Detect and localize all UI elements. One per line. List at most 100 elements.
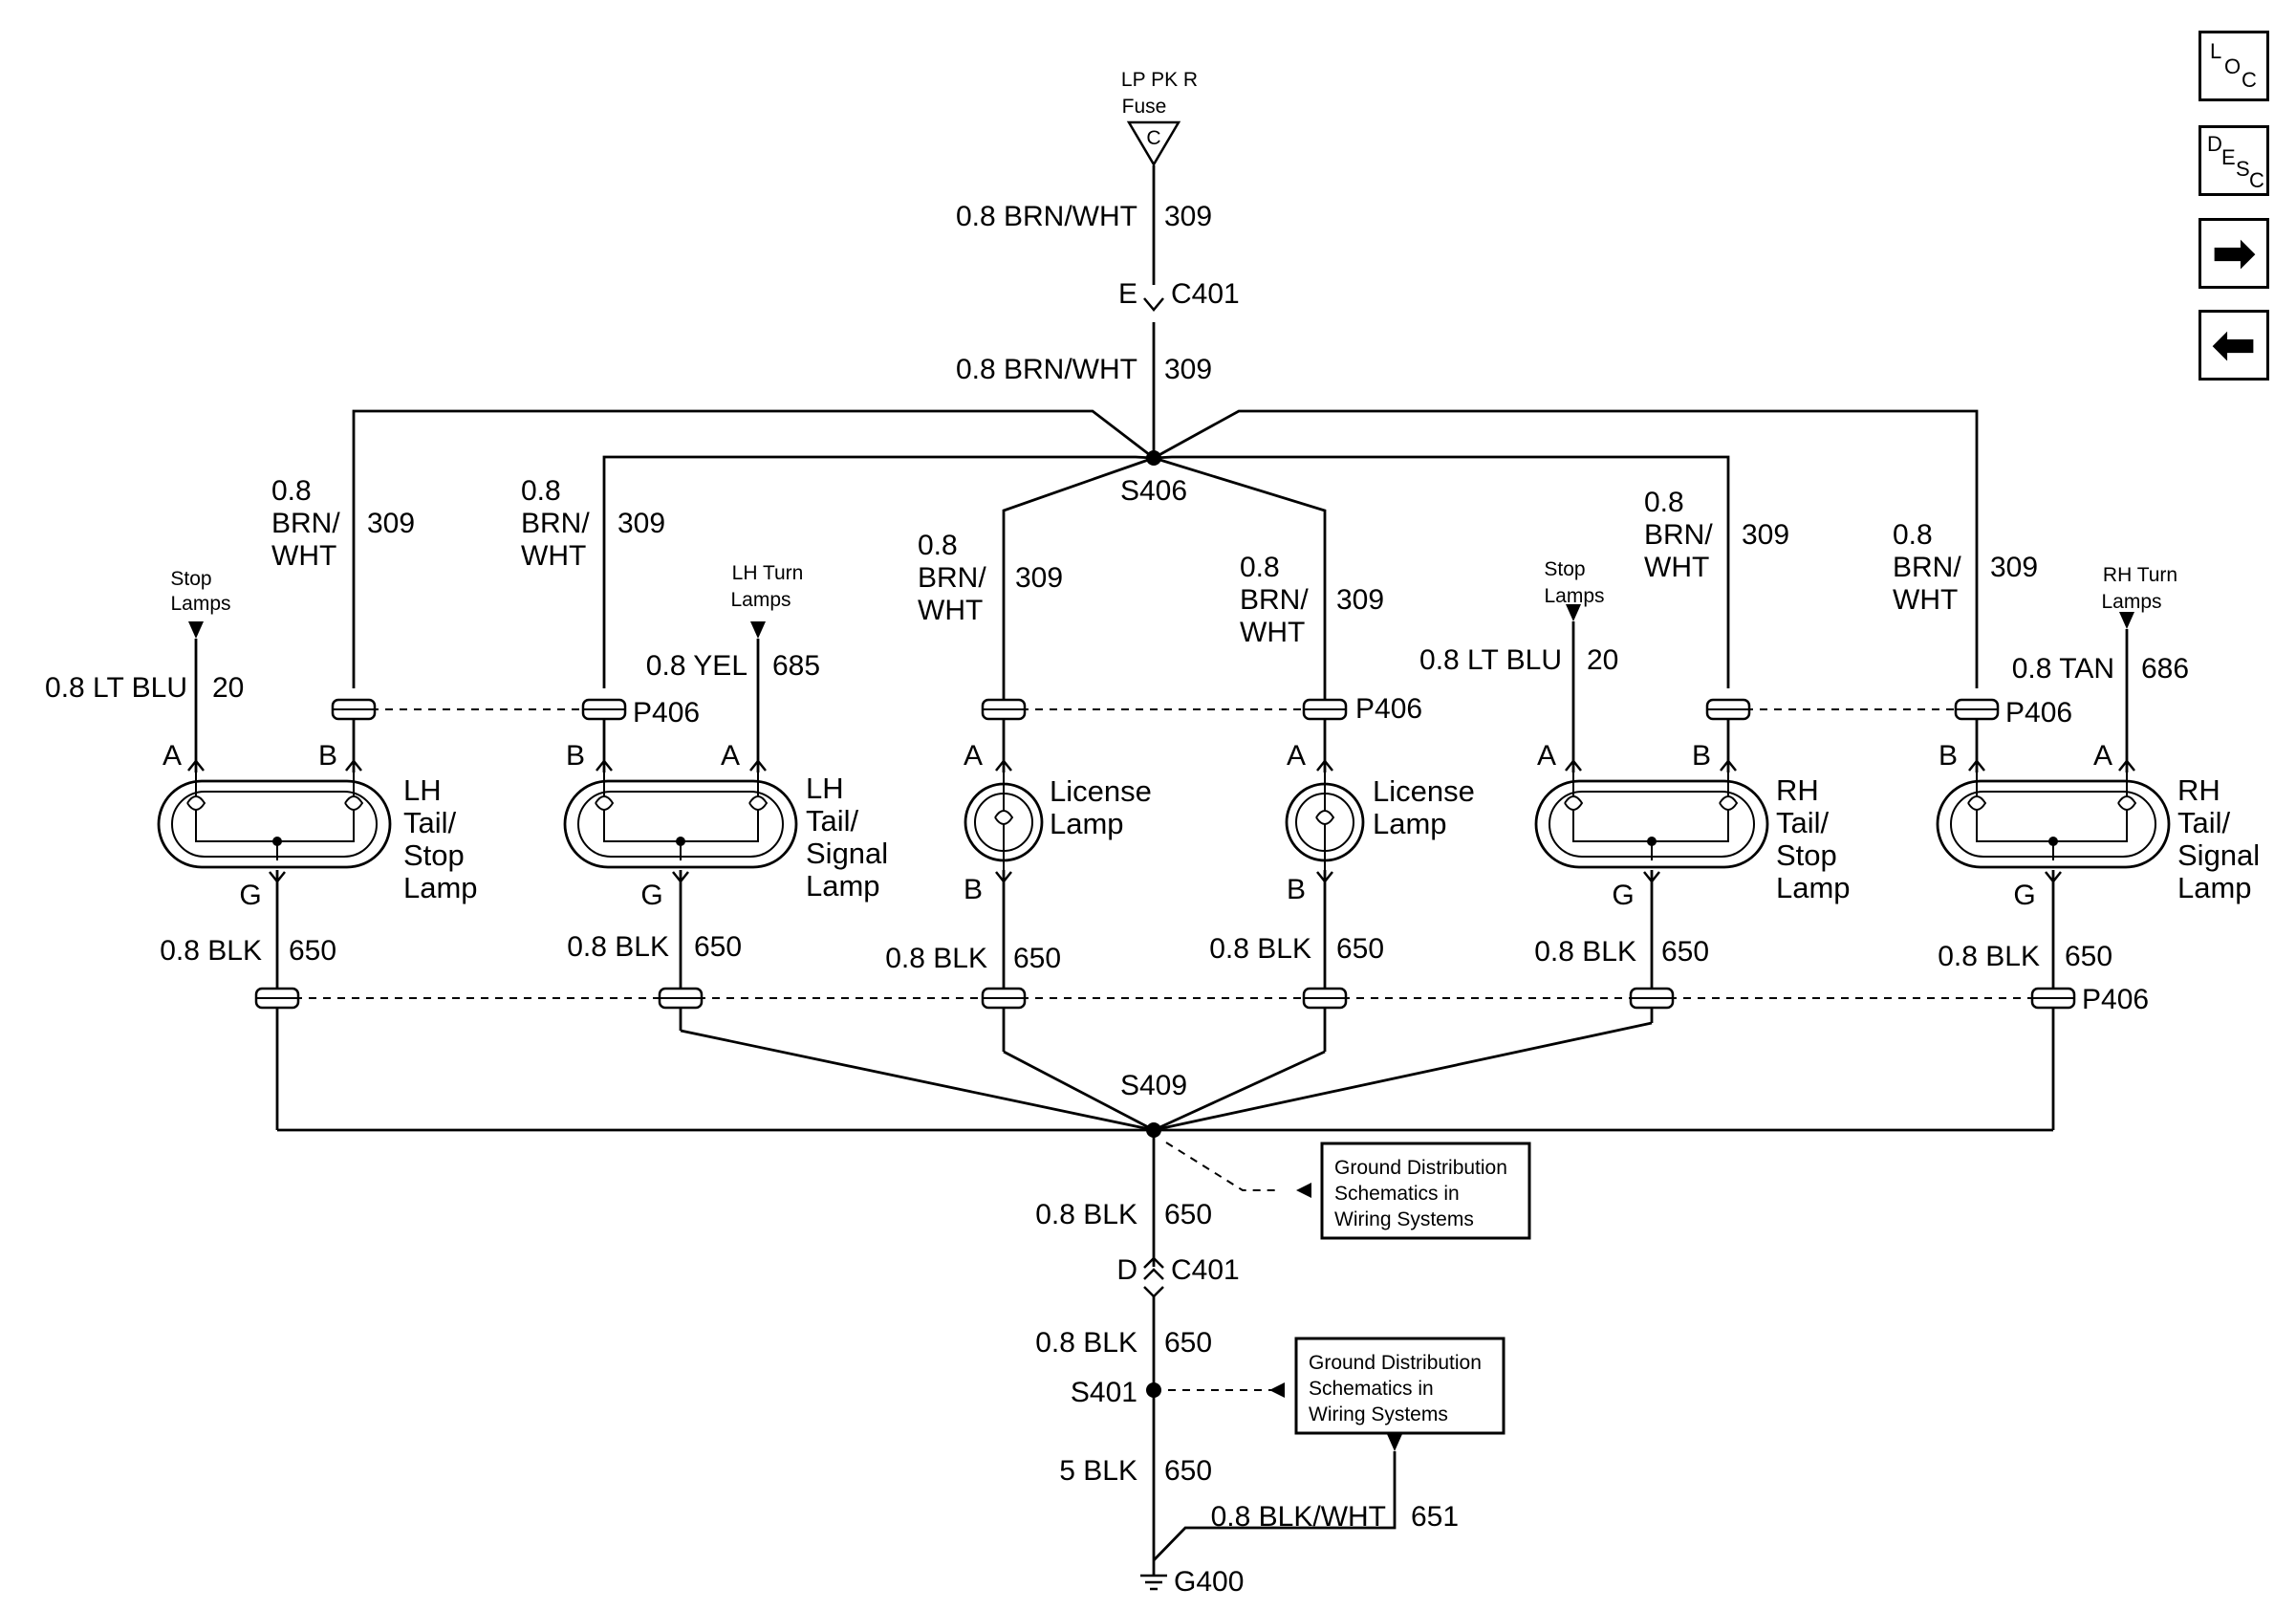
- splice-label: S401: [1071, 1377, 1137, 1408]
- lamp-name: License: [1373, 774, 1475, 808]
- back-button[interactable]: ⬅: [2199, 310, 2269, 381]
- ground-symbol: [1140, 1574, 1167, 1591]
- lamp-name: Signal: [806, 837, 888, 870]
- circuit-label: 309: [1164, 354, 1212, 385]
- branch-labels: 0.8 BRN/ WHT 309 0.8 BRN/ WHT 309 0.8 BR…: [271, 475, 2038, 648]
- wire-label: 0.8: [271, 475, 312, 507]
- circuit-label: 309: [1336, 584, 1384, 616]
- lamp-name: Tail/: [1776, 806, 1830, 839]
- filament-junctions: [272, 837, 2058, 846]
- lamp-name: Tail/: [403, 806, 457, 839]
- circuit-label: 20: [1587, 644, 1618, 676]
- ground-wire-labels: 0.8 BLK 650 0.8 BLK 650 0.8 BLK 650 0.8 …: [160, 931, 2112, 974]
- connector-label: C401: [1171, 278, 1240, 310]
- wire-label: BRN/: [271, 508, 340, 539]
- source-label: Lamps: [2101, 591, 2161, 613]
- pin-label: B: [1692, 740, 1711, 772]
- wire-label: 0.8 BLK: [1035, 1199, 1137, 1230]
- pin-label: A: [1287, 740, 1306, 772]
- desc-button[interactable]: D E S C: [2199, 125, 2269, 196]
- connector-label: P406: [2082, 984, 2149, 1015]
- source-label: Lamps: [170, 593, 230, 615]
- circuit-label: 309: [1015, 562, 1063, 594]
- wire-label: BRN/: [1644, 519, 1713, 551]
- circuit-label: 650: [1336, 933, 1384, 965]
- wire-label: 0.8 BRN/WHT: [956, 201, 1137, 232]
- wire-label: 5 BLK: [1059, 1455, 1137, 1487]
- arrow-left-icon: ⬅: [2212, 316, 2256, 374]
- circuit-label: 650: [1164, 1327, 1212, 1359]
- box-line: Ground Distribution: [1334, 1157, 1507, 1179]
- ground-distribution-box-1[interactable]: Ground Distribution Schematics in Wiring…: [1320, 1142, 1531, 1240]
- pin-label: A: [162, 740, 182, 772]
- wire-label: 0.8: [521, 475, 561, 507]
- lamp-name: Tail/: [806, 804, 859, 838]
- pin-label: G: [1612, 880, 1634, 911]
- connector-label: P406: [633, 697, 700, 729]
- circuit-label: 309: [1742, 519, 1789, 551]
- circuit-label: 309: [367, 508, 415, 539]
- circuit-label: 309: [1164, 201, 1212, 232]
- lamp-name: Lamp: [1050, 807, 1124, 840]
- lamp-name: RH: [2177, 773, 2220, 807]
- wire-label: BRN/: [1893, 552, 1961, 583]
- pin-label: A: [964, 740, 983, 772]
- circuit-label: 650: [2065, 941, 2112, 972]
- lamp-name: LH: [403, 773, 442, 807]
- box-line: Schematics in: [1309, 1378, 1434, 1400]
- desc-letter: E: [2221, 145, 2236, 169]
- wire-label: BRN/: [918, 562, 986, 594]
- circuit-label: 650: [1661, 936, 1709, 968]
- fuse-label: Fuse: [1122, 96, 1167, 118]
- input-triangles: [188, 604, 2134, 1451]
- desc-letter: S: [2236, 157, 2250, 181]
- source-label: RH Turn: [2103, 564, 2177, 586]
- pin-label: D: [1116, 1254, 1137, 1286]
- lamp-name: Lamp: [1776, 871, 1851, 904]
- wire-label: BRN/: [521, 508, 590, 539]
- box-line: Ground Distribution: [1309, 1352, 1482, 1374]
- arrow-right-icon: ➡: [2212, 225, 2256, 282]
- lamp-name: Lamp: [1373, 807, 1447, 840]
- wire-label: WHT: [1240, 617, 1305, 648]
- splices: [1146, 450, 1161, 1398]
- pin-label: G: [640, 880, 662, 911]
- wire-label: 0.8 TAN: [2012, 653, 2114, 685]
- pin-label: G: [2013, 880, 2035, 911]
- wire-label: 0.8 BLK: [160, 935, 262, 967]
- circuit-label: 309: [617, 508, 665, 539]
- splice-label: S406: [1120, 475, 1187, 507]
- fuse-letter: C: [1146, 127, 1160, 149]
- wire-label: 0.8 BLK: [1534, 936, 1636, 968]
- loc-button[interactable]: L O C: [2199, 31, 2269, 101]
- box-line: Wiring Systems: [1334, 1208, 1474, 1230]
- connector-label: C401: [1171, 1254, 1240, 1286]
- box-line: Wiring Systems: [1309, 1403, 1448, 1425]
- pin-label: A: [2093, 740, 2112, 772]
- box-line: Schematics in: [1334, 1183, 1460, 1205]
- wire-label: 0.8: [1644, 487, 1684, 518]
- circuit-label: 650: [1164, 1199, 1212, 1230]
- lamp-name: License: [1050, 774, 1152, 808]
- circuit-label: 309: [1990, 552, 2038, 583]
- dashed-lines: [294, 708, 2036, 1391]
- wire-label: 0.8 BLK: [885, 943, 987, 974]
- pin-label: E: [1118, 278, 1137, 310]
- lamp-rh-tail-signal: [1936, 779, 2171, 869]
- wire-label: 0.8 BLK: [1209, 933, 1311, 965]
- source-label: Stop: [1544, 558, 1585, 580]
- fuse-symbol: C LP PK R Fuse: [1121, 69, 1198, 167]
- wire-label: 0.8: [1893, 519, 1933, 551]
- wire-label: 0.8 BRN/WHT: [956, 354, 1137, 385]
- circuit-label: 651: [1411, 1501, 1459, 1533]
- lamp-name: Signal: [2177, 838, 2260, 872]
- splice-s409-dot: [1146, 1122, 1161, 1138]
- splice-s401-dot: [1146, 1382, 1161, 1398]
- lamp-name: Stop: [1776, 838, 1837, 872]
- ground-distribution-box-2[interactable]: Ground Distribution Schematics in Wiring…: [1294, 1337, 1505, 1435]
- pin-label: G: [239, 880, 261, 911]
- wire-label: 0.8 LT BLU: [45, 672, 187, 704]
- wire-label: 0.8 YEL: [646, 650, 747, 682]
- forward-button[interactable]: ➡: [2199, 218, 2269, 289]
